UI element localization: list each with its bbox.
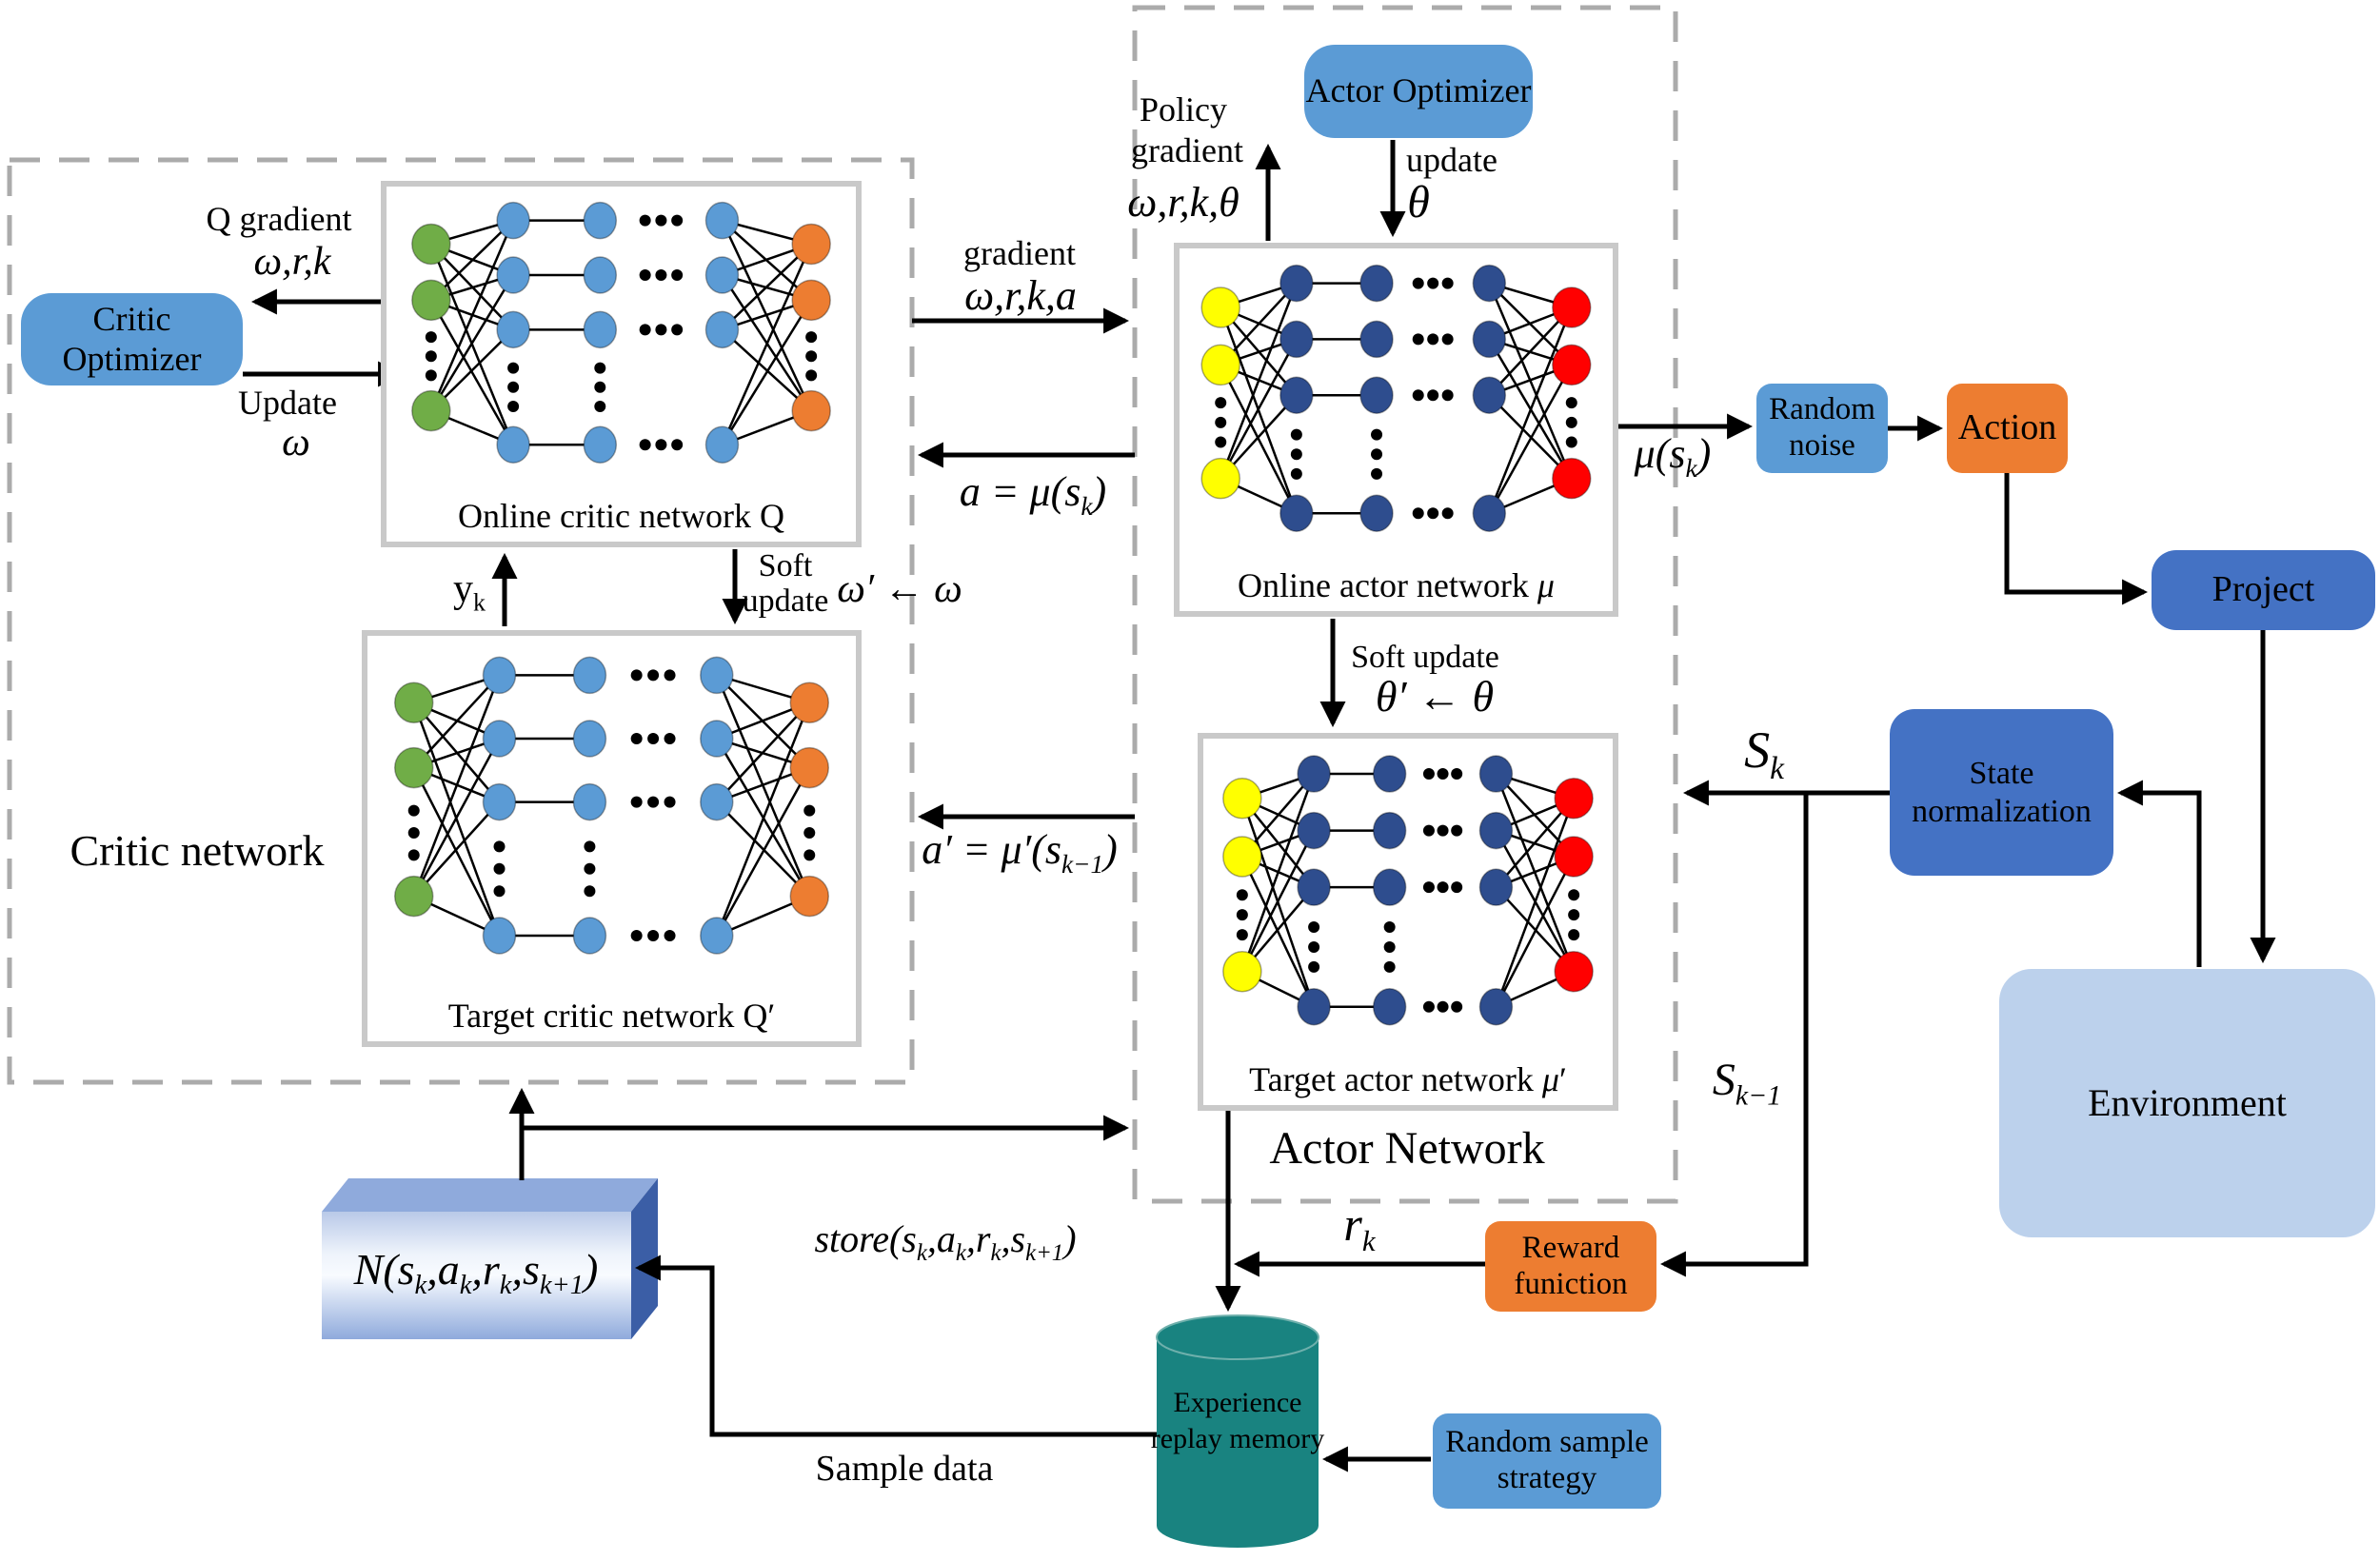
mu-sk-label: μ(sk) xyxy=(1634,430,1712,483)
soft-label-line2: update xyxy=(742,583,829,619)
online-critic-network-nodes xyxy=(411,201,831,464)
replay-buffer-label: N(sk,ak,rk,sk+1) xyxy=(353,1245,599,1301)
random-sample-line1: Random sample xyxy=(1445,1425,1649,1460)
online-critic-network-label: Online critic network Q xyxy=(458,497,784,535)
update-theta-label: update xyxy=(1406,141,1497,179)
q-gradient-label: Q gradient xyxy=(206,200,352,238)
random-noise-line2: noise xyxy=(1789,428,1855,463)
store-label: store(sk,ak,rk,sk+1) xyxy=(814,1217,1077,1266)
critic-optimizer-box: Critic Optimizer xyxy=(21,293,243,385)
random-noise-line1: Random xyxy=(1769,392,1875,427)
reward-function-line1: Reward xyxy=(1521,1230,1620,1265)
online-actor-network-nodes xyxy=(1200,264,1592,532)
target-actor-network-nodes xyxy=(1222,755,1594,1026)
target-actor-network: Target actor network μ′ xyxy=(1198,733,1618,1111)
q-gradient-params-label: ω,r,k xyxy=(253,240,331,284)
critic-optimizer-label: Critic Optimizer xyxy=(62,300,202,378)
target-critic-network-nodes xyxy=(393,656,830,955)
random-sample-strategy-box: Random sample strategy xyxy=(1433,1413,1661,1509)
project-label: Project xyxy=(2211,569,2315,610)
policy-gradient-line1: Policy xyxy=(1139,90,1228,128)
actor-network-frame xyxy=(1132,5,1678,1204)
theta-soft-update-label: θ′ ← θ xyxy=(1375,672,1495,721)
gradient-label: gradient xyxy=(963,234,1076,272)
project-box: Project xyxy=(2152,550,2375,630)
experience-replay-line1: Experience xyxy=(1173,1387,1302,1418)
target-actor-network-label: Target actor network μ′ xyxy=(1249,1060,1567,1098)
reward-function-line2: funiction xyxy=(1514,1266,1628,1301)
omega-label: ω xyxy=(282,421,310,464)
sample-data-label: Sample data xyxy=(815,1449,994,1489)
flow-arrow xyxy=(634,1255,1157,1437)
random-sample-line2: strategy xyxy=(1497,1461,1597,1495)
sk-label: Sk xyxy=(1744,721,1784,786)
flow-arrow xyxy=(2004,473,2149,605)
policy-gradient-line2: gradient xyxy=(1131,131,1243,169)
action-box: Action xyxy=(1947,384,2068,473)
yk-label: yk xyxy=(452,567,486,617)
soft-label-line1: Soft xyxy=(758,548,813,583)
experience-replay-label: Experience replay memory xyxy=(1142,1385,1333,1456)
sk-minus1-label: Sk−1 xyxy=(1712,1055,1782,1112)
soft-update-actor-label: Soft update xyxy=(1351,640,1499,675)
flow-arrow xyxy=(1659,793,1809,1277)
reward-function-box: Reward funiction xyxy=(1485,1221,1656,1312)
critic-network-frame xyxy=(7,157,915,1085)
environment-box: Environment xyxy=(1999,969,2375,1237)
action-label: Action xyxy=(1957,407,2057,448)
environment-label: Environment xyxy=(2088,1081,2287,1124)
target-critic-network: Target critic network Q′ xyxy=(362,630,862,1047)
state-normalization-box: State normalization xyxy=(1890,709,2113,876)
actor-section-label: Actor Network xyxy=(1269,1123,1545,1174)
target-critic-network-label: Target critic network Q′ xyxy=(447,997,776,1035)
experience-replay-line2: replay memory xyxy=(1150,1422,1325,1454)
flow-arrow xyxy=(2116,780,2202,967)
random-noise-box: Random noise xyxy=(1756,384,1888,473)
state-normalization-line2: normalization xyxy=(1912,793,2092,829)
action-prime-equation-label: a′ = μ′(sk−1) xyxy=(922,826,1118,879)
state-normalization-line1: State xyxy=(1969,756,2034,792)
online-critic-network: Online critic network Q xyxy=(381,181,862,547)
theta-label: θ xyxy=(1407,177,1430,227)
rk-label: rk xyxy=(1343,1197,1376,1257)
policy-gradient-params: ω,r,k,θ xyxy=(1127,179,1240,226)
online-actor-network: Online actor network μ xyxy=(1174,243,1618,617)
action-equation-label: a = μ(sk) xyxy=(959,468,1107,521)
omega-soft-update-label: ω′ ← ω xyxy=(837,567,962,611)
actor-optimizer-label: Actor Optimizer xyxy=(1305,71,1532,110)
gradient-params-label: ω,r,k,a xyxy=(964,272,1077,319)
experience-replay-cylinder xyxy=(1156,1314,1319,1548)
update-label: Update xyxy=(238,384,337,422)
critic-section-label: Critic network xyxy=(69,826,325,875)
online-actor-network-label: Online actor network μ xyxy=(1238,566,1555,604)
actor-optimizer-box: Actor Optimizer xyxy=(1304,45,1533,138)
